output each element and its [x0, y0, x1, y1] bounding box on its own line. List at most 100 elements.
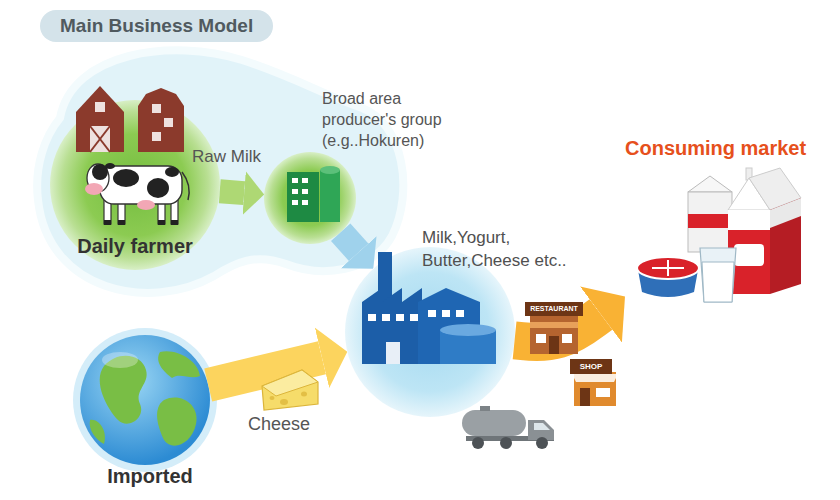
shop-icon-part — [580, 388, 590, 406]
tanker-truck-icon-part — [500, 437, 512, 449]
dairy-products-icon — [637, 168, 801, 302]
dairy-products-icon-part — [770, 198, 801, 294]
barn-icon-part — [152, 104, 161, 113]
restaurant-icon-part — [530, 314, 578, 354]
factory-icon-part — [382, 314, 390, 321]
title-pill: Main Business Model — [40, 10, 273, 42]
flow-arrow — [341, 232, 359, 252]
market-node: Consuming market — [625, 136, 830, 304]
cow-icon-part — [100, 166, 182, 204]
factory-circle-part — [345, 247, 515, 417]
region-blob-part — [37, 50, 403, 293]
tanker-truck-icon-part — [528, 420, 554, 440]
producer-circle-part — [264, 152, 356, 244]
globe-icon-part — [158, 351, 200, 378]
restaurant-icon — [525, 302, 583, 354]
shop-icon-part — [570, 359, 612, 374]
dairy-products-icon-part — [667, 260, 669, 276]
globe-icon-part — [80, 335, 210, 465]
producer-circle — [264, 152, 356, 244]
cheese-icon-part — [270, 396, 275, 400]
factory-icon-part — [396, 314, 404, 321]
building-icon-part — [302, 200, 308, 205]
building-icon-part — [320, 170, 340, 222]
region-blob — [37, 50, 403, 293]
cow-icon-part — [182, 172, 189, 200]
cow-icon-part — [158, 220, 165, 225]
building-icon-part — [302, 189, 308, 194]
dairy-products-icon-part — [728, 210, 770, 230]
factory-icon-part — [386, 342, 400, 364]
barn-icon-part — [95, 102, 105, 112]
factory-icon-part — [456, 310, 464, 317]
farmer-node: Daily farmer — [50, 100, 220, 270]
producer-node: Broad area producer's group (e.g..Hokure… — [264, 152, 356, 244]
restaurant-icon-part — [549, 336, 559, 354]
building-icon — [287, 166, 340, 222]
factory-icon-part — [428, 310, 436, 317]
cheese-icon-part — [262, 370, 318, 410]
factory-circle — [345, 247, 515, 417]
edge-label-holder: Cheese — [248, 413, 310, 435]
dairy-products-icon-part — [700, 248, 736, 302]
dairy-products-icon-part — [702, 262, 734, 302]
factory-icon-part — [440, 324, 496, 336]
cheese-icon-part — [280, 399, 288, 405]
barn-icon — [76, 86, 184, 152]
barn-icon-part — [138, 88, 184, 152]
sign-text: SHOP — [570, 359, 612, 374]
tanker-truck-icon-part — [462, 410, 526, 436]
cow-icon-part — [118, 220, 125, 225]
dairy-products-icon-part — [688, 176, 732, 192]
factory-icon-part — [368, 314, 376, 321]
tanker-truck-icon-part — [472, 437, 484, 449]
restaurant-icon-part — [536, 334, 546, 343]
barn-icon-part — [152, 132, 161, 141]
edge-label: Cheese — [248, 413, 310, 435]
node-label: Imported — [75, 464, 225, 488]
cheese-icon-part — [262, 370, 318, 396]
flow-arrow — [220, 191, 244, 193]
restaurant-icon-part — [530, 322, 578, 328]
cow-icon-part — [105, 163, 115, 169]
barn-icon-part — [90, 126, 110, 152]
globe-icon-part — [90, 420, 105, 444]
sign-holder: SHOP — [570, 359, 612, 374]
dairy-products-icon-part — [688, 192, 732, 252]
node-label: Milk,Yogurt, Butter,Cheese etc.. — [422, 226, 600, 272]
node-label: Consuming market — [625, 136, 806, 160]
dairy-products-icon-part — [734, 244, 764, 266]
barn-icon-part — [76, 86, 124, 152]
building-icon-part — [320, 166, 340, 174]
tanker-truck-icon-part — [480, 406, 490, 411]
node-label: Broad area producer's group (e.g..Hokure… — [322, 88, 472, 151]
tanker-truck-icon-part — [534, 423, 550, 430]
tanker-truck-icon — [462, 406, 554, 449]
building-icon-part — [292, 178, 298, 183]
cow-icon — [85, 163, 189, 225]
cheese-icon-part — [301, 392, 307, 397]
import-node: Imported — [80, 335, 210, 465]
title-holder: Main Business Model — [40, 10, 273, 42]
edge-label-holder: Raw Milk — [192, 146, 261, 168]
restaurant-icon-part — [525, 302, 583, 316]
cheese-icon — [262, 370, 318, 410]
factory-node: Milk,Yogurt, Butter,Cheese etc.. — [345, 247, 515, 417]
edge-label: Raw Milk — [192, 146, 261, 168]
shop-icon — [570, 359, 618, 406]
sign-holder: RESTAURANT — [525, 302, 583, 316]
building-icon-part — [292, 200, 298, 205]
cow-icon-part — [113, 169, 139, 187]
tanker-truck-icon-part — [536, 437, 548, 449]
barn-icon-part — [164, 118, 173, 127]
factory-icon-part — [410, 314, 418, 321]
building-icon-part — [292, 189, 298, 194]
sign-text: RESTAURANT — [525, 302, 583, 316]
factory-icon-part — [362, 288, 422, 364]
cow-icon-part — [165, 167, 179, 177]
globe-icon — [73, 328, 217, 472]
factory-icon-part — [442, 310, 450, 317]
dairy-products-icon-part — [770, 198, 801, 228]
shop-icon-part — [572, 374, 618, 382]
